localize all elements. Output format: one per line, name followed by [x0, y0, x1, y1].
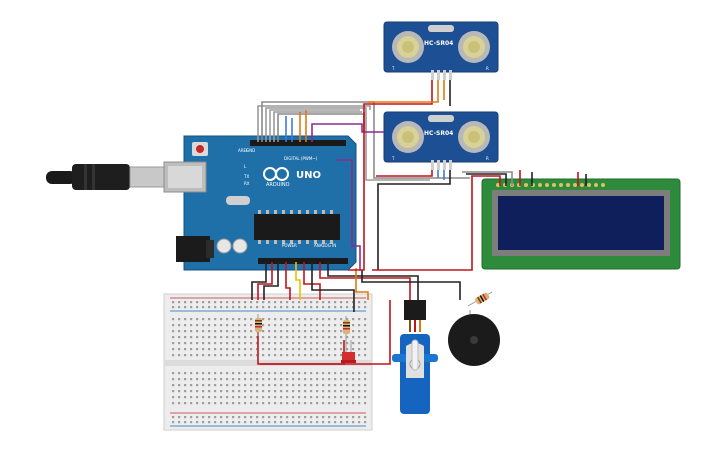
- resistor-icon[interactable]: [467, 291, 493, 307]
- breadboard-holes: [172, 301, 367, 424]
- sensor-top-t: T: [391, 66, 395, 71]
- arduino-model: UNO: [296, 170, 321, 181]
- aref-label: AREF: [238, 148, 249, 153]
- resistor-icon[interactable]: [343, 316, 350, 340]
- rx-label: RX: [244, 181, 250, 186]
- gnd-label: GND: [246, 148, 255, 153]
- power-label: POWER: [282, 243, 297, 248]
- l-label: L: [244, 164, 247, 169]
- breadboard[interactable]: [163, 293, 373, 431]
- usb-cable-icon: [46, 164, 165, 190]
- sensor-top-r: R: [486, 66, 489, 71]
- arduino-logo-icon: [263, 167, 289, 181]
- digital-label: DIGITAL (PWM~): [284, 156, 318, 161]
- sensor-bottom-model: HC-SR04: [424, 130, 453, 137]
- lcd-display[interactable]: [481, 178, 681, 270]
- sensor-bottom-t: T: [391, 156, 395, 161]
- buzzer-icon[interactable]: [448, 310, 500, 366]
- sensor-bottom-r: R: [486, 156, 489, 161]
- led-icon[interactable]: [341, 340, 356, 363]
- arduino-brand: ARDUINO: [266, 182, 290, 188]
- wires: [251, 80, 587, 365]
- resistor-icon[interactable]: [255, 314, 262, 336]
- analog-label: ANALOG IN: [314, 243, 336, 248]
- arduino-uno-board[interactable]: ARDUINO UNO DIGITAL (PWM~) POWER ANALOG …: [163, 135, 357, 271]
- ultrasonic-sensor-bottom[interactable]: HC-SR04 T R: [383, 111, 499, 170]
- ultrasonic-sensor-top[interactable]: HC-SR04 T R: [383, 21, 499, 80]
- servo-icon[interactable]: [392, 300, 438, 414]
- sensor-top-model: HC-SR04: [424, 40, 453, 47]
- tx-label: TX: [243, 174, 249, 179]
